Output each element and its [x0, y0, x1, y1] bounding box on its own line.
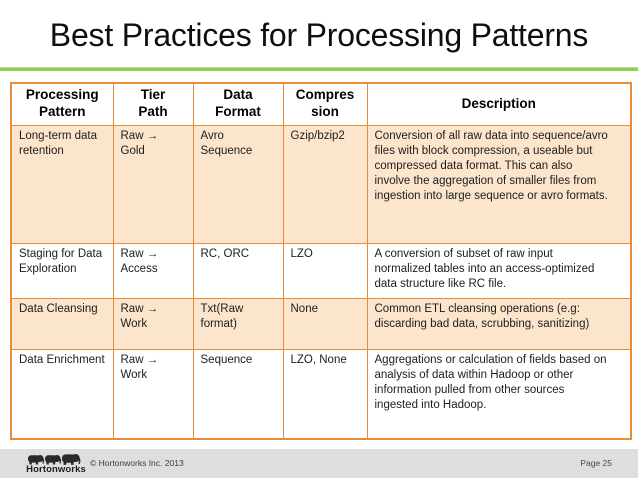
cell-description: Conversion of all raw data into sequence… — [366, 124, 632, 244]
cell-compression: LZO, None — [282, 348, 368, 440]
cell-description: Aggregations or calculation of fields ba… — [366, 348, 632, 440]
col-header-compression: Compres sion — [282, 82, 368, 126]
hortonworks-wordmark: Hortonworks — [26, 464, 86, 475]
table-row-data-enrichment: Data Enrichment Raw → Work Sequence LZO,… — [10, 348, 632, 440]
cell-compression: None — [282, 297, 368, 350]
cell-data-format: RC, ORC — [192, 242, 284, 299]
cell-description: Common ETL cleansing operations (e.g: di… — [366, 297, 632, 350]
elephant-herd-icon — [28, 454, 81, 465]
table-row-data-cleansing: Data Cleansing Raw → Work Txt(Raw format… — [10, 297, 632, 350]
cell-tier-path: Raw → Work — [112, 297, 194, 350]
cell-data-format: Avro Sequence — [192, 124, 284, 244]
col-header-tier-path: Tier Path — [112, 82, 194, 126]
cell-data-format: Txt(Raw format) — [192, 297, 284, 350]
col-header-data-format: Data Format — [192, 82, 284, 126]
cell-pattern: Data Enrichment — [10, 348, 114, 440]
table-header-row: Processing Pattern Tier Path Data Format… — [10, 82, 632, 126]
slide-title: Best Practices for Processing Patterns — [49, 17, 589, 53]
hortonworks-logo: Hortonworks — [26, 451, 86, 475]
cell-pattern: Data Cleansing — [10, 297, 114, 350]
cell-tier-path: Raw → Work — [112, 348, 194, 440]
copyright-text: © Hortonworks Inc. 2013 — [90, 458, 184, 468]
cell-tier-path: Raw → Gold — [112, 124, 194, 244]
col-header-processing-pattern: Processing Pattern — [10, 82, 114, 126]
cell-description: A conversion of subset of raw input norm… — [366, 242, 632, 299]
table-row-staging-exploration: Staging for Data Exploration Raw → Acces… — [10, 242, 632, 299]
table-row-long-term-retention: Long-term data retention Raw → Gold Avro… — [10, 124, 632, 244]
patterns-table: Processing Pattern Tier Path Data Format… — [10, 82, 632, 440]
cell-pattern: Staging for Data Exploration — [10, 242, 114, 299]
col-header-description: Description — [366, 82, 632, 126]
page-number: Page 25 — [580, 458, 612, 468]
cell-tier-path: Raw → Access — [112, 242, 194, 299]
title-divider-line — [0, 67, 638, 71]
cell-compression: Gzip/bzip2 — [282, 124, 368, 244]
cell-compression: LZO — [282, 242, 368, 299]
cell-pattern: Long-term data retention — [10, 124, 114, 244]
cell-data-format: Sequence — [192, 348, 284, 440]
footer-band — [0, 449, 638, 478]
